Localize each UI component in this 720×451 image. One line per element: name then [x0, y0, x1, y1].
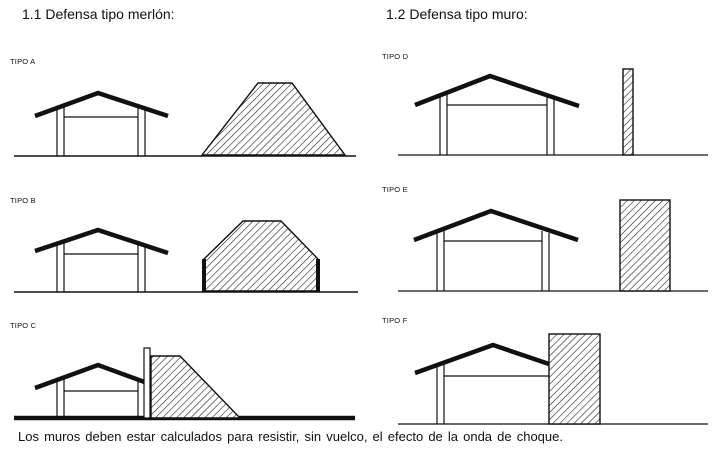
building: [34, 227, 169, 292]
heading-merlon: 1.1 Defensa tipo merlón:: [22, 6, 175, 22]
diagram-tipo-f: [398, 333, 708, 425]
label-tipo-f: TIPO F: [382, 316, 408, 325]
building: [34, 90, 169, 156]
heading-muro: 1.2 Defensa tipo muro:: [386, 6, 528, 22]
caption-note: Los muros deben estar calculados para re…: [18, 429, 563, 444]
label-tipo-e: TIPO E: [382, 185, 408, 194]
adjacent-wall: [548, 333, 601, 425]
earth-mound: [150, 355, 242, 419]
building: [34, 362, 151, 418]
earth-mound: [200, 82, 347, 156]
label-tipo-d: TIPO D: [382, 52, 409, 61]
thin-wall: [622, 68, 634, 156]
diagram-tipo-b: [14, 220, 358, 293]
diagram-tipo-d: [398, 68, 708, 156]
diagram-tipo-e: [398, 199, 708, 292]
earth-mound: [203, 220, 319, 292]
label-tipo-b: TIPO B: [10, 196, 36, 205]
chimney-wall: [143, 347, 151, 419]
label-tipo-a: TIPO A: [10, 57, 36, 66]
label-tipo-c: TIPO C: [10, 321, 37, 330]
building: [413, 208, 579, 291]
thick-wall: [619, 199, 671, 292]
diagram-tipo-a: [14, 82, 356, 157]
diagram-tipo-c: [14, 347, 355, 421]
building: [414, 342, 550, 424]
building: [414, 73, 580, 155]
